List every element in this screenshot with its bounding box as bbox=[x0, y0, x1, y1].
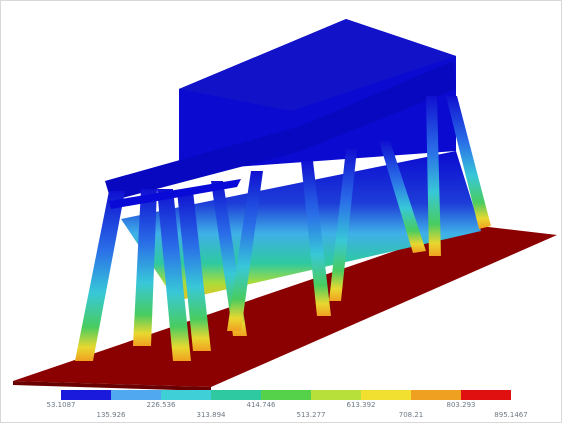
legend-tick-label: 414.746 bbox=[246, 401, 276, 409]
legend-segment bbox=[261, 390, 311, 400]
legend-segment bbox=[111, 390, 161, 400]
main-body-side bbox=[121, 151, 481, 301]
legend-color-bar bbox=[61, 390, 511, 400]
legend-segment bbox=[61, 390, 111, 400]
legend-segment bbox=[411, 390, 461, 400]
legend-segment bbox=[461, 390, 511, 400]
legend-segment bbox=[361, 390, 411, 400]
legend-tick-label: 513.277 bbox=[296, 411, 326, 419]
legend-tick-label: 135.926 bbox=[96, 411, 126, 419]
legend-segment bbox=[161, 390, 211, 400]
legend-tick-label: 226.536 bbox=[146, 401, 176, 409]
legs bbox=[75, 96, 491, 361]
legend-tick-label: 895.1467 bbox=[494, 411, 528, 419]
top-deck bbox=[105, 61, 456, 201]
legend-tick-label: 708.21 bbox=[398, 411, 424, 419]
legend-tick-label: 613.392 bbox=[346, 401, 376, 409]
legend-tick-label: 803.293 bbox=[446, 401, 476, 409]
legend-tick-label: 53.1087 bbox=[46, 401, 76, 409]
base-plate bbox=[13, 225, 557, 387]
legend-segment bbox=[211, 390, 261, 400]
legend-tick-label: 313.894 bbox=[196, 411, 226, 419]
legend-segment bbox=[311, 390, 361, 400]
